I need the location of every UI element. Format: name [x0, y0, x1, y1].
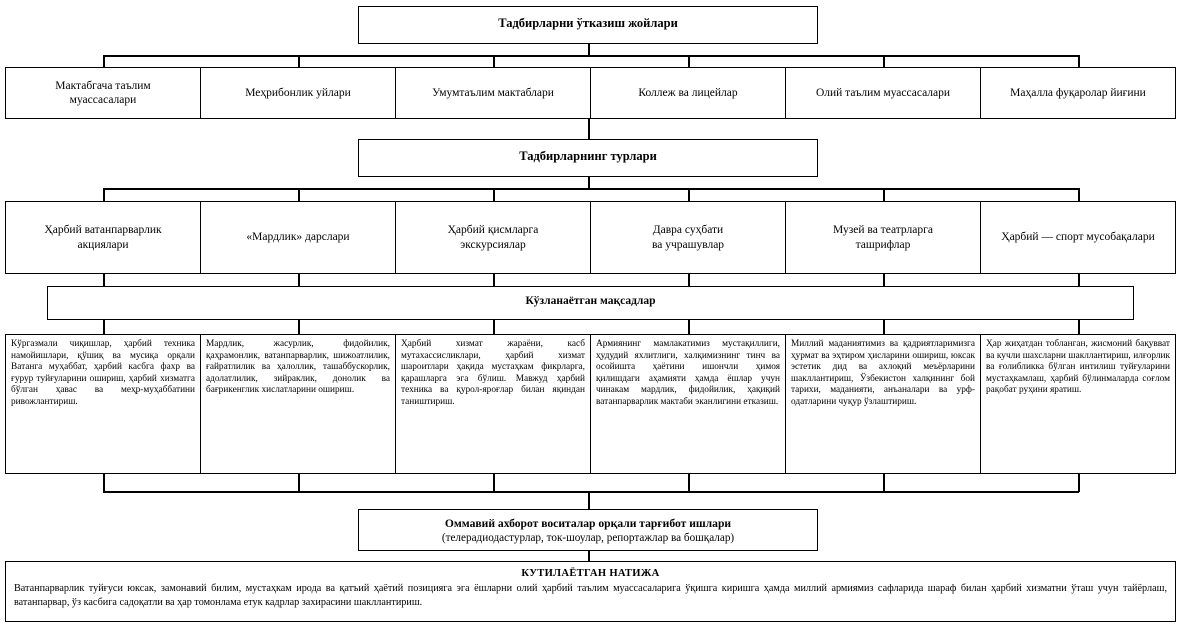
type-6-line1: Ҳарбий — спорт мусобақалари	[1001, 231, 1155, 244]
connector-venue-drop-6	[1078, 55, 1080, 67]
type-3-line1: Ҳарбий қисмларга	[447, 224, 539, 237]
goal-box-5: Миллий маданиятимиз ва қадриятларимизга …	[785, 334, 981, 474]
venue-5-line1: Олий таълим муассасалари	[815, 86, 951, 99]
type-2-line1: «Мардлик» дарслари	[246, 231, 350, 244]
venue-6-line1: Маҳалла фуқаролар йиғини	[1010, 86, 1146, 99]
connector-goal-drop-6	[1078, 320, 1080, 334]
type-box-1: Ҳарбий ватанпарварлик акциялари	[5, 201, 201, 274]
connector-goal5-down	[883, 474, 885, 492]
media-line1: Оммавий ахборот воситалар орқали тарғибо…	[444, 517, 732, 530]
type-box-2: «Мардлик» дарслари	[200, 201, 396, 274]
connector-goal-drop-1	[103, 320, 105, 334]
connector-venue-drop-4	[688, 55, 690, 67]
venue-box-3: Умумтаълим мактаблари	[395, 67, 591, 119]
venue-box-4: Коллеж ва лицейлар	[590, 67, 786, 119]
connector-goal-drop-2	[298, 320, 300, 334]
media-line2: (телерадиодастурлар, ток-шоулар, репорта…	[441, 532, 735, 545]
connector-type6-to-goals	[1078, 274, 1080, 286]
venue-4-line1: Коллеж ва лицейлар	[638, 86, 738, 99]
connector-media-bus	[103, 491, 1079, 493]
result-box: КУТИЛАЁТГАН НАТИЖА Ватанпарварлик туйғус…	[5, 561, 1176, 622]
goal-box-1: Кўргазмали чиқишлар, ҳарбий техника намо…	[5, 334, 201, 474]
connector-types-down	[588, 177, 590, 189]
type-4-line2: ва учрашувлар	[651, 238, 725, 251]
result-title: КУТИЛАЁТГАН НАТИЖА	[521, 568, 660, 579]
connector-venues-bus	[103, 55, 1079, 57]
connector-type5-to-goals	[883, 274, 885, 286]
connector-venue-drop-3	[493, 55, 495, 67]
venue-box-2: Меҳрибонлик уйлари	[200, 67, 396, 119]
connector-media-down	[588, 491, 590, 509]
venue-1-line1: Мактабгача таълим	[55, 79, 151, 92]
connector-type-drop-3	[493, 188, 495, 201]
type-1-line2: акциялари	[77, 238, 129, 251]
connector-venues-down	[588, 44, 590, 56]
header-venues: Тадбирларни ўтказиш жойлари	[358, 6, 818, 44]
connector-goal-drop-4	[688, 320, 690, 334]
venue-2-line1: Меҳрибонлик уйлари	[245, 86, 351, 99]
connector-type-drop-6	[1078, 188, 1080, 201]
type-4-line1: Давра суҳбати	[652, 224, 724, 237]
venue-3-line1: Умумтаълим мактаблари	[432, 86, 554, 99]
connector-venue-drop-2	[298, 55, 300, 67]
header-goals: Кўзланаётган мақсадлар	[47, 286, 1134, 320]
header-types: Тадбирларнинг турлари	[358, 139, 818, 177]
connector-goal3-down	[493, 474, 495, 492]
type-5-line2: ташрифлар	[855, 238, 911, 251]
connector-type-drop-4	[688, 188, 690, 201]
type-box-6: Ҳарбий — спорт мусобақалари	[980, 201, 1176, 274]
goal-box-2: Мардлик, жасурлик, фидойилик, қаҳрамонли…	[200, 334, 396, 474]
connector-venue-drop-1	[103, 55, 105, 67]
connector-goal4-down	[688, 474, 690, 492]
connector-goal2-down	[298, 474, 300, 492]
connector-type-drop-5	[883, 188, 885, 201]
venue-box-6: Маҳалла фуқаролар йиғини	[980, 67, 1176, 119]
type-box-5: Музей ва театрларга ташрифлар	[785, 201, 981, 274]
venue-box-5: Олий таълим муассасалари	[785, 67, 981, 119]
connector-venue-drop-5	[883, 55, 885, 67]
connector-types-bus	[103, 188, 1079, 190]
connector-goal-drop-5	[883, 320, 885, 334]
result-body: Ватанпарварлик туйғуси юксак, замонавий …	[14, 583, 1167, 609]
connector-venues-to-types	[588, 119, 590, 139]
connector-type2-to-goals	[298, 274, 300, 286]
connector-type3-to-goals	[493, 274, 495, 286]
venue-box-1: Мактабгача таълим муассасалари	[5, 67, 201, 119]
goal-box-6: Ҳар жиҳатдан тобланган, жисмоний бақувва…	[980, 334, 1176, 474]
header-goals-label: Кўзланаётган мақсадлар	[525, 295, 656, 307]
goal-box-3: Ҳарбий хизмат жараёни, касб мутахассисли…	[395, 334, 591, 474]
header-venues-label: Тадбирларни ўтказиш жойлари	[498, 16, 678, 30]
connector-media-to-result	[588, 551, 590, 561]
connector-type4-to-goals	[688, 274, 690, 286]
media-box: Оммавий ахборот воситалар орқали тарғибо…	[358, 509, 818, 551]
goal-box-4: Армиянинг мамлакатимиз мустақиллиги, ҳуд…	[590, 334, 786, 474]
connector-goal6-down	[1078, 474, 1080, 492]
connector-type1-to-goals	[103, 274, 105, 286]
venue-1-line2: муассасалари	[69, 94, 137, 106]
type-5-line1: Музей ва театрларга	[833, 224, 933, 237]
connector-type-drop-2	[298, 188, 300, 201]
connector-goal1-down	[103, 474, 105, 492]
header-types-label: Тадбирларнинг турлари	[519, 149, 657, 163]
connector-goal-drop-3	[493, 320, 495, 334]
type-3-line2: экскурсиялар	[460, 238, 526, 251]
connector-type-drop-1	[103, 188, 105, 201]
type-1-line1: Ҳарбий ватанпарварлик	[44, 224, 162, 237]
type-box-4: Давра суҳбати ва учрашувлар	[590, 201, 786, 274]
type-box-3: Ҳарбий қисмларга экскурсиялар	[395, 201, 591, 274]
